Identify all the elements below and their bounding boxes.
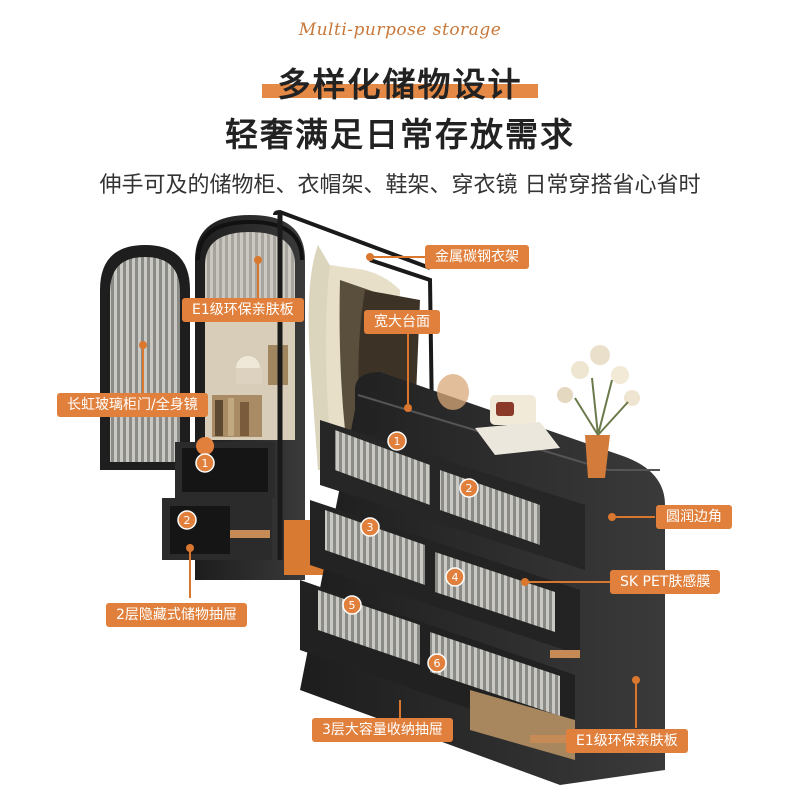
drawer-number: 1 [394,435,401,448]
drawer-marker [427,653,447,673]
drawer-marker [342,595,362,615]
subtitle: 伸手可及的储物柜、衣帽架、鞋架、穿衣镜 日常穿搭省心省时 [99,173,701,198]
drawer-marker-labels: 1 2 1 2 3 4 5 6 [184,435,473,670]
title-highlight-bar [262,84,538,98]
callout-large-drawers: 3层大容量收纳抽屉 [312,718,453,742]
drawer-marker [387,431,407,451]
drawer-marker [177,510,197,530]
title-line-1: 多样化储物设计 [277,65,523,104]
drawer-marker [195,437,215,478]
callout-sk-pet: SK PET肤感膜 [610,570,721,594]
callout-wide-top: 宽大台面 [364,310,440,334]
drawer-number: 3 [367,521,374,534]
leader-dots [139,253,640,684]
callout-metal-rack: 金属碳钢衣架 [425,245,529,269]
title-line-2: 轻奢满足日常存放需求 [225,115,575,154]
glass-door [100,245,190,470]
hidden-drawers [162,442,275,560]
main-dresser [300,372,665,785]
leader-lines [142,256,655,728]
drawer-marker [445,567,465,587]
drawer-number: 6 [434,657,441,670]
dresser-decor [437,345,640,478]
callout-e1-board-bottom: E1级环保亲肤板 [566,729,688,753]
callout-glass-door: 长虹玻璃柜门/全身镜 [57,393,208,417]
drawer-number: 5 [349,599,356,612]
drawer-number: 2 [184,514,191,527]
callout-e1-board-top: E1级环保亲肤板 [182,298,304,322]
drawer-marker [360,517,380,537]
callout-rounded-edge: 圆润边角 [656,505,732,529]
drawer-number: 1 [202,457,209,470]
drawer-marker [459,478,479,498]
drawer-markers [177,431,479,673]
script-heading: Multi-purpose storage [298,20,502,40]
callout-hidden-drawers: 2层隐藏式储物抽屉 [106,603,247,627]
drawer-number: 4 [452,571,459,584]
drawer-number: 2 [466,482,473,495]
